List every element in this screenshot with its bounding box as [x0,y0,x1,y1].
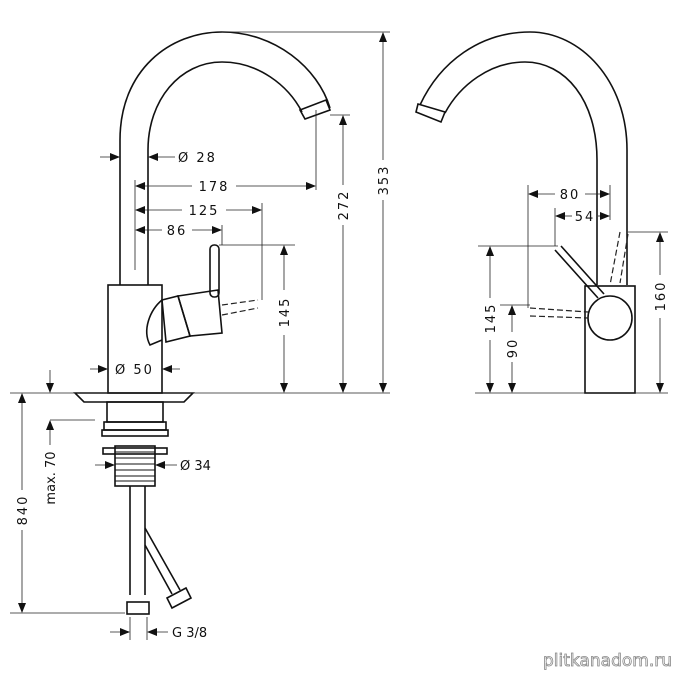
spout-inner-outline [147,61,303,285]
dim-side-lever-height-up: 160 [654,281,669,312]
lever-housing [176,289,223,337]
dim-side-lever-reach: 80 [560,188,581,203]
hose-nut-angled [165,586,193,610]
dim-body-diameter: Ø 50 [115,363,154,378]
dim-lever-height: 145 [278,297,293,328]
side-spout-aerator [415,102,447,124]
fixing-plate [101,429,169,437]
dim-total-height: 353 [377,165,392,196]
dim-side-lever-height: 145 [484,303,499,334]
lever-hub-circle [587,295,633,341]
supply-hose-angled [144,527,181,595]
dim-hose-length: 840 [16,495,31,526]
mounting-shank [106,401,164,423]
watermark: plitkanadom.ru [543,651,672,671]
side-lever-up-position [609,231,629,286]
dim-lever-reach-max: 125 [189,204,220,219]
dim-lever-reach: 86 [167,224,188,239]
dim-spout-reach: 178 [199,180,230,195]
side-spout-inner [444,61,598,285]
dim-thread-diameter: Ø 34 [180,459,211,474]
lever-hub [161,295,192,344]
thread-lines [115,451,155,482]
side-dimensions: 80 54 145 90 160 [475,185,669,394]
side-lever-open-position [529,307,589,319]
dim-connection: G 3/8 [172,626,207,641]
side-spout-outer [419,31,628,285]
dim-spout-height: 272 [337,190,352,221]
dim-side-lever-reach-min: 54 [575,210,596,225]
extension-lines-connection [129,617,148,640]
front-dimensions: Ø 28 178 125 86 145 272 353 Ø 50 max. 70… [10,31,392,641]
side-lever-handle [554,245,605,299]
supply-hose-straight [129,486,146,595]
hose-nut-straight [126,601,150,615]
fixing-nut [102,447,168,455]
dim-max-counter-thickness: max. 70 [44,451,59,504]
base-plate [73,392,195,403]
spout-outer-outline [119,31,331,285]
lever-handle [209,244,220,298]
cartridge-outline [146,299,163,347]
extension-lines [10,31,390,421]
washer [103,421,167,431]
side-view-faucet [415,31,636,394]
spout-aerator [298,98,332,120]
dim-spout-diameter: Ø 28 [178,151,217,166]
dim-side-lever-height-open: 90 [506,338,521,359]
extension-lines-vertical [134,110,317,300]
lever-open-position [221,299,259,316]
